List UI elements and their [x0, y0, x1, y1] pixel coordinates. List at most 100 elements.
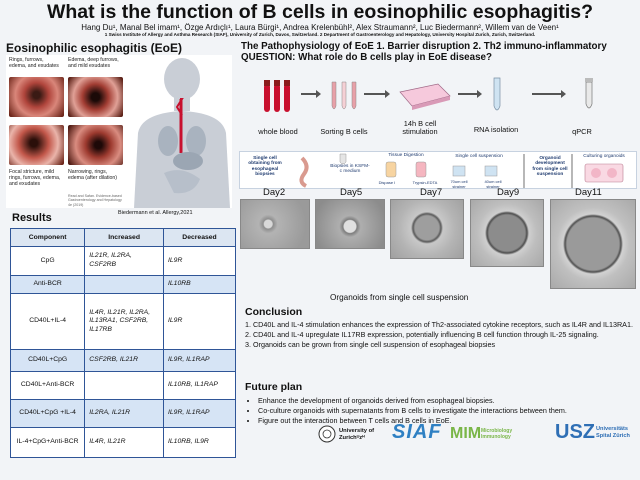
conclusion-list: 1. CD40L and IL-4 stimulation enhances t… — [245, 320, 635, 349]
day-label: Day5 — [340, 187, 363, 198]
protocol-step: Dispase I — [378, 180, 396, 185]
table-row: CD40L+CpG +IL-4 IL2RA, IL21R IL9R, IL1RA… — [9, 399, 236, 428]
pcr-tube-icon — [585, 78, 593, 109]
uzh-logo: University of Zurichᵁᴢᴴ — [339, 428, 375, 441]
future-plan-list: Enhance the development of organoids der… — [245, 396, 635, 425]
citation: Biedermann et al. Allergy,2021 — [118, 210, 193, 216]
organoid-image-day5 — [315, 199, 385, 249]
workflow-step-label: Sorting B cells — [320, 127, 368, 136]
endoscopy-image-2 — [68, 77, 123, 117]
affiliations: 1 Swiss Institute of Allergy and Asthma … — [104, 32, 536, 37]
arrow-icon — [364, 90, 390, 98]
conclusion-item: 1. CD40L and IL-4 stimulation enhances t… — [245, 320, 633, 329]
table-row: CD40L+IL-4 IL4R, IL21R, IL2RA, IL13RA1, … — [9, 293, 236, 350]
increased-cell: IL2RA, IL21R — [84, 399, 164, 428]
component-cell: CD40L+Anti-BCR — [9, 371, 86, 400]
protocol-step: 70um cell strainer — [450, 179, 468, 190]
increased-cell — [84, 275, 164, 294]
protocol-step: Culturing organoids — [583, 154, 625, 159]
decreased-cell: IL10RB, IL9R — [163, 427, 236, 458]
increased-cell: CSF2RB, IL21R — [84, 349, 164, 372]
organoid-protocol-banner: Single cell obtaining from esophageal bi… — [239, 151, 637, 189]
author-list: Hang Du¹, Manal Bel imam¹, Özge Ardıçlı¹… — [81, 23, 559, 32]
day-label: Day9 — [497, 187, 520, 198]
table-row: CD40L+Anti-BCR IL10RB, IL1RAP — [9, 371, 236, 400]
usz-logo-text: Universitäts Spital Zürich — [596, 426, 630, 439]
research-question: QUESTION: What role do B cells play in E… — [241, 52, 492, 63]
workflow-step-label: qPCR — [572, 127, 592, 136]
endoscopy-label-4: Narrowing, rings, edema (after dilation) — [68, 169, 118, 181]
decreased-cell: IL9R, IL1RAP — [163, 349, 236, 372]
day-label: Day7 — [420, 187, 443, 198]
table-row: CpG IL21R, IL2RA, CSF2RB IL9R — [9, 246, 236, 276]
uzh-seal-icon — [318, 425, 336, 443]
conclusion-item: 2. CD40L and IL-4 upregulate IL17RB expr… — [245, 329, 599, 339]
increased-cell: IL4R, IL21R, IL2RA, IL13RA1, CSF2RB, IL1… — [84, 293, 164, 350]
mim-logo-text: Microbiology Immunology — [481, 428, 513, 440]
component-cell: IL-4+CpG+Anti-BCR — [9, 427, 86, 458]
component-cell: CD40L+CpG +IL-4 — [9, 399, 86, 428]
workflow-step-label: RNA isolation — [473, 125, 519, 134]
decreased-cell: IL9R, IL1RAP — [163, 399, 236, 428]
organoid-image-day7 — [390, 199, 464, 259]
eoe-figure: Rings, furrows, edema, and exudates Edem… — [6, 55, 232, 208]
decreased-cell: IL9R — [163, 246, 236, 276]
protocol-step: Single cell suspension — [455, 154, 503, 159]
column-header: Decreased — [163, 228, 236, 247]
body-anatomy-illustration — [134, 58, 230, 208]
column-header: Increased — [84, 228, 164, 247]
protocol-step: Trypsin-EDTA — [412, 180, 438, 185]
arrow-icon — [532, 90, 566, 98]
decreased-cell: IL10RB — [163, 275, 236, 294]
eoe-section-title: Eosinophilic esophagitis (EoE) — [6, 41, 183, 55]
conclusion-item: 3. Organoids can be grown from single ce… — [245, 339, 496, 349]
protocol-step: Biopsies in KSFM-c medium — [330, 164, 370, 175]
poster-title: What is the function of B cells in eosin… — [46, 1, 594, 23]
results-title: Results — [12, 212, 52, 224]
well-plate-icon — [399, 83, 451, 110]
organoid-image-day2 — [240, 199, 310, 249]
endoscopy-image-4 — [68, 125, 123, 165]
component-cell: CD40L+CpG — [9, 349, 86, 372]
protocol-step: Tissue Digestion — [388, 153, 424, 158]
protocol-step: Organoid development from single cell su… — [532, 156, 568, 178]
future-plan-item: Co-culture organoids with supernatants f… — [258, 406, 635, 416]
siaf-logo: SIAF — [392, 421, 442, 443]
arrow-icon — [458, 90, 482, 98]
protocol-step: 40um cell strainer — [484, 179, 502, 190]
endoscopy-image-3 — [9, 125, 64, 165]
endoscopy-image-1 — [9, 77, 64, 117]
table-row: Anti-BCR IL10RB — [9, 275, 236, 294]
usz-logo: USZ — [555, 421, 595, 443]
day-label: Day11 — [575, 187, 602, 198]
organoid-caption: Organoids from single cell suspension — [330, 293, 469, 302]
endoscopy-label-3: Focal stricture, mild rings, furrows, ed… — [9, 169, 61, 187]
increased-cell — [84, 371, 164, 400]
organoid-image-day11 — [550, 199, 636, 289]
workflow-step-label: 14h B cell stimulation — [402, 119, 438, 136]
figure-source: Read and Safan. Evidence-based Gastroent… — [68, 194, 122, 207]
future-plan-item: Enhance the development of organoids der… — [258, 396, 635, 406]
decreased-cell: IL9R — [163, 293, 236, 350]
rna-tube-icon — [493, 77, 501, 111]
results-table: Component Increased Decreased CpG IL21R,… — [9, 228, 236, 458]
organoid-image-day9 — [470, 199, 544, 267]
endoscopy-label-2: Edema, deep furrows, and mild exudates — [68, 57, 119, 69]
day-label: Day2 — [263, 187, 286, 198]
protocol-step: Single cell obtaining from esophageal bi… — [248, 156, 282, 178]
sorting-tubes-icon — [331, 81, 357, 110]
workflow-step-label: whole blood — [258, 127, 298, 136]
decreased-cell: IL10RB, IL1RAP — [163, 371, 236, 400]
arrow-icon — [301, 90, 321, 98]
component-cell: Anti-BCR — [9, 275, 86, 294]
table-row: IL-4+CpG+Anti-BCR IL4R, IL21R IL10RB, IL… — [9, 427, 236, 458]
increased-cell: IL4R, IL21R — [84, 427, 164, 458]
workflow-icons — [264, 77, 593, 112]
component-cell: CpG — [9, 246, 86, 276]
mim-logo: MIM — [450, 425, 482, 442]
increased-cell: IL21R, IL2RA, CSF2RB — [84, 246, 164, 276]
protocol-icons — [299, 153, 624, 188]
column-header: Component — [9, 228, 86, 247]
blood-tubes-icon — [264, 80, 290, 112]
conclusion-title: Conclusion — [245, 306, 303, 318]
